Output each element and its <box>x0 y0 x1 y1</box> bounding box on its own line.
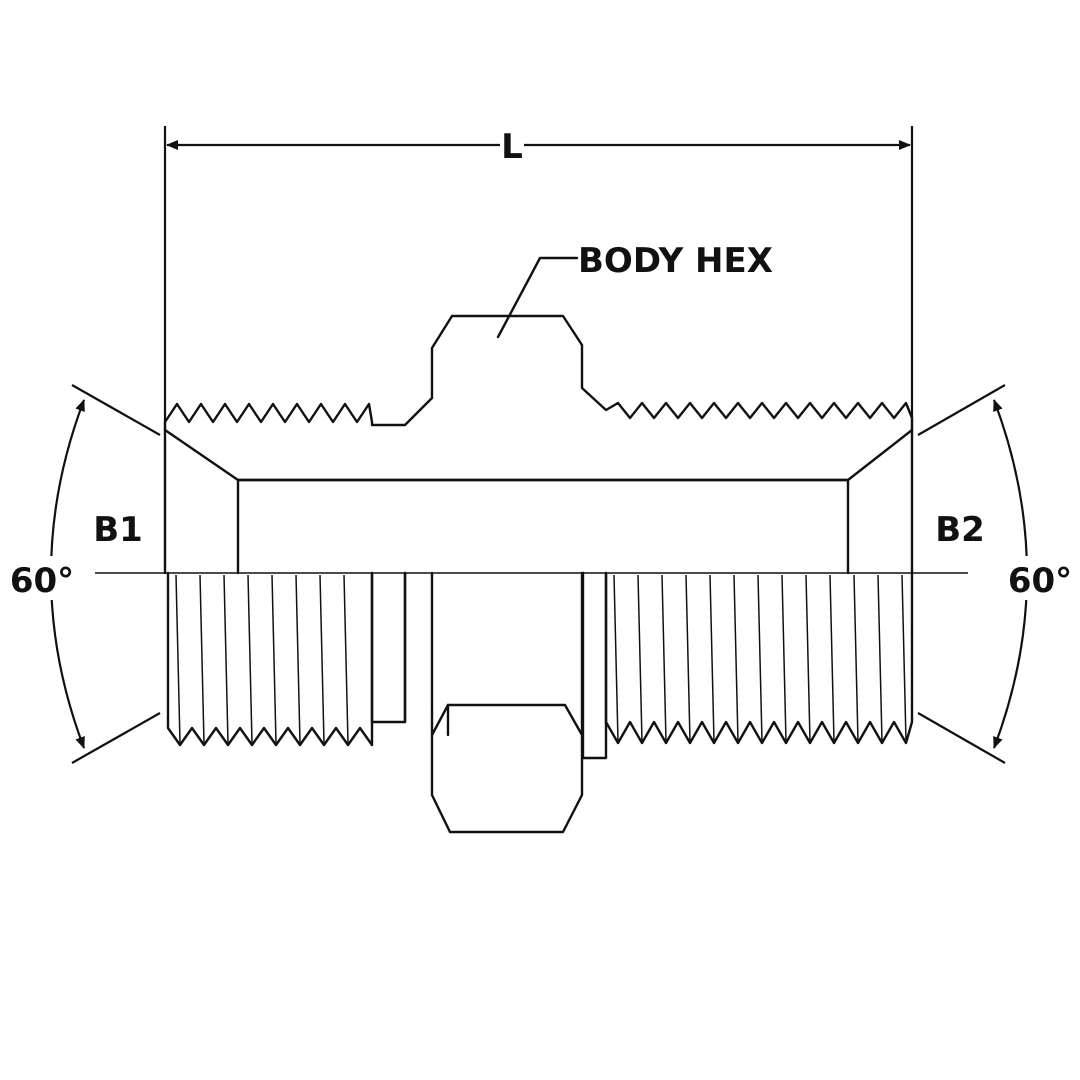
external-view <box>166 571 914 834</box>
thread-line <box>757 574 763 742</box>
right-angle-line-bottom <box>917 712 1006 764</box>
bore <box>163 428 914 575</box>
thread-line <box>613 574 619 742</box>
left-thread-lines <box>175 574 349 744</box>
left-angle-line-top <box>71 384 161 436</box>
hex-lower-face <box>430 733 584 834</box>
thread-line <box>781 574 787 742</box>
left-angle-line-bottom <box>71 712 161 764</box>
thread-line <box>295 574 301 744</box>
thread-line <box>199 574 205 744</box>
right-angle-dimension: 60° B2 <box>917 384 1076 764</box>
hatched-section <box>163 314 914 482</box>
thread-line <box>661 574 667 742</box>
end-b1-label: B1 <box>93 510 143 550</box>
hex-flat-face <box>430 571 584 737</box>
left-neck <box>370 571 407 724</box>
thread-line <box>829 574 835 742</box>
thread-line <box>685 574 691 742</box>
body-hex-callout: BODY HEX <box>496 241 773 339</box>
thread-line <box>247 574 253 744</box>
body-hex-label: BODY HEX <box>578 241 773 281</box>
right-neck <box>581 571 608 760</box>
left-angle-label: 60° <box>10 561 74 601</box>
right-angle-label-mask <box>1004 556 1076 600</box>
thread-line <box>343 574 349 744</box>
thread-line <box>733 574 739 742</box>
thread-line <box>319 574 325 744</box>
right-thread-profile <box>604 571 914 745</box>
left-thread-profile <box>166 571 374 747</box>
thread-line <box>805 574 811 742</box>
left-angle-dimension: 60° B1 <box>6 384 161 764</box>
right-thread-lines <box>613 574 907 742</box>
left-angle-label-mask <box>6 556 76 600</box>
length-label: L <box>501 127 523 167</box>
body-hex-leader <box>496 256 579 339</box>
thread-line <box>877 574 883 742</box>
length-dimension: L <box>163 126 914 430</box>
thread-line <box>709 574 715 742</box>
thread-line <box>175 574 181 744</box>
right-angle-label: 60° <box>1008 561 1072 601</box>
thread-line <box>271 574 277 744</box>
thread-line <box>901 574 907 742</box>
end-b2-label: B2 <box>935 510 985 550</box>
thread-line <box>223 574 229 744</box>
thread-line <box>637 574 643 742</box>
thread-line <box>853 574 859 742</box>
right-angle-line-top <box>917 384 1006 436</box>
